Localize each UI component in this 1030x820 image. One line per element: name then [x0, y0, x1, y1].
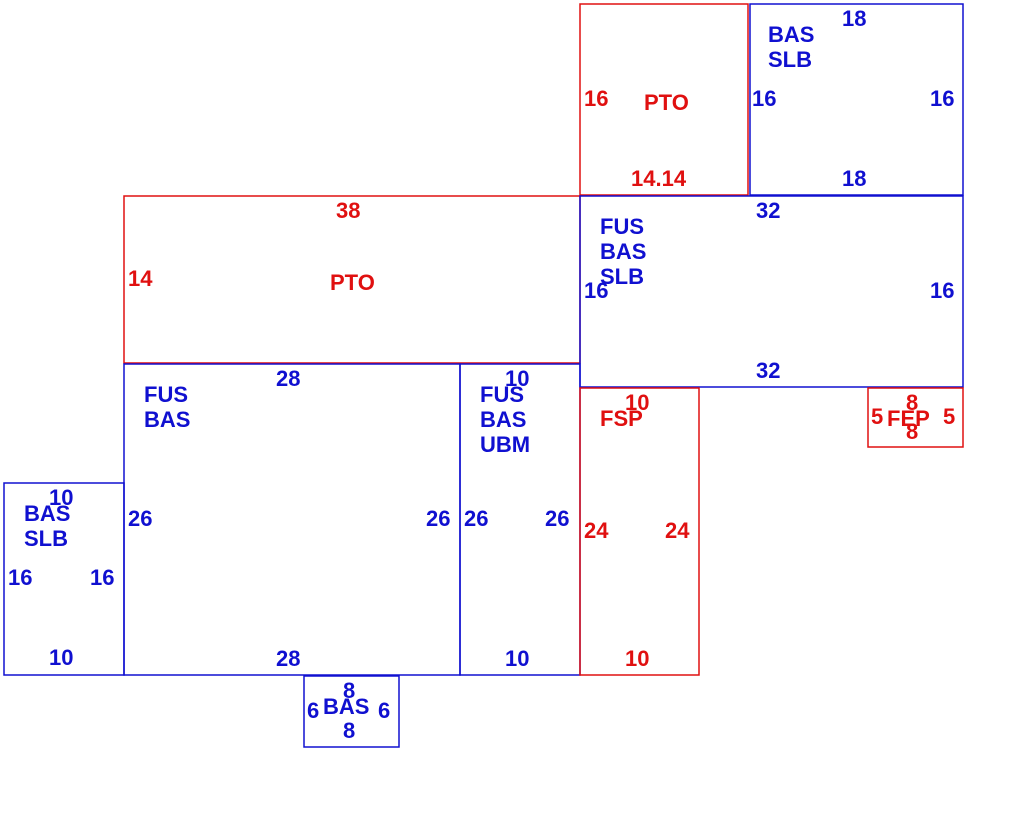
dimension-right: 5	[943, 404, 955, 429]
area-label-line-3: SLB	[600, 264, 644, 289]
area-bas-left: BAS SLB 10 16 16 10	[3, 482, 125, 676]
area-label: BAS	[323, 694, 369, 719]
area-fus-main: FUS BAS 28 26 26 28	[123, 363, 461, 676]
dimension-bottom: 32	[756, 358, 780, 383]
dimension-top: 10	[505, 366, 529, 391]
area-label-line-2: SLB	[768, 47, 812, 72]
dimension-left: 14	[128, 266, 153, 291]
dimension-left: 16	[584, 86, 608, 111]
area-label-line-2: BAS	[144, 407, 190, 432]
area-label-line-2: SLB	[24, 526, 68, 551]
dimension-left: 26	[128, 506, 152, 531]
area-label: PTO	[330, 270, 375, 295]
area-fep: FEP 8 5 5 8	[867, 387, 964, 448]
area-outline	[749, 3, 964, 196]
dimension-left: 26	[464, 506, 488, 531]
dimension-top: 38	[336, 198, 360, 223]
area-label-line-1: FUS	[480, 382, 524, 407]
area-fus-ubm: FUS BAS UBM 10 26 26 10	[459, 363, 581, 676]
area-outline	[579, 3, 749, 196]
area-label: FEP	[887, 406, 930, 431]
dimension-top: 18	[842, 6, 866, 31]
dimension-left: 6	[307, 698, 319, 723]
dimension-left: 16	[8, 565, 32, 590]
dimension-right: 6	[378, 698, 390, 723]
dimension-top: 8	[343, 678, 355, 703]
area-pto-top: PTO 16 14.14	[579, 3, 749, 196]
area-label-line-1: FUS	[600, 214, 644, 239]
dimension-right: 16	[930, 278, 954, 303]
dimension-left: 16	[752, 86, 776, 111]
dimension-top: 10	[625, 390, 649, 415]
dimension-bottom: 10	[505, 646, 529, 671]
area-label-line-3: UBM	[480, 432, 530, 457]
area-label: PTO	[644, 90, 689, 115]
dimension-bottom: 28	[276, 646, 300, 671]
area-bas-small: BAS 8 6 6 8	[303, 675, 400, 748]
area-outline	[303, 675, 400, 748]
area-outline	[579, 195, 964, 388]
dimension-top: 32	[756, 198, 780, 223]
dimension-bottom: 14.14	[631, 166, 687, 191]
dimension-top: 28	[276, 366, 300, 391]
dimension-bottom: 10	[625, 646, 649, 671]
area-fsp: FSP 10 24 24 10	[579, 387, 700, 676]
dimension-right: 26	[545, 506, 569, 531]
dimension-left: 16	[584, 278, 608, 303]
area-label-line-1: BAS	[24, 501, 70, 526]
area-outline	[579, 387, 700, 676]
area-pto-middle: PTO 38 14	[123, 195, 581, 364]
dimension-right: 26	[426, 506, 450, 531]
dimension-right: 16	[930, 86, 954, 111]
area-bas-top: BAS SLB 18 16 16 18	[749, 3, 964, 196]
dimension-bottom: 8	[906, 419, 918, 444]
dimension-top: 8	[906, 390, 918, 415]
dimension-top: 10	[49, 485, 73, 510]
dimension-left: 24	[584, 518, 609, 543]
area-outline	[867, 387, 964, 448]
dimension-right: 24	[665, 518, 690, 543]
dimension-left: 5	[871, 404, 883, 429]
area-label-line-1: FUS	[144, 382, 188, 407]
area-label: FSP	[600, 406, 643, 431]
dimension-right: 16	[90, 565, 114, 590]
dimension-bottom: 8	[343, 718, 355, 743]
area-label-line-2: BAS	[480, 407, 526, 432]
dimension-bottom: 10	[49, 645, 73, 670]
area-label-line-2: BAS	[600, 239, 646, 264]
area-fus-right: FUS BAS SLB 32 16 16 32	[579, 195, 964, 388]
dimension-bottom: 18	[842, 166, 866, 191]
area-label-line-1: BAS	[768, 22, 814, 47]
area-outline	[3, 482, 125, 676]
